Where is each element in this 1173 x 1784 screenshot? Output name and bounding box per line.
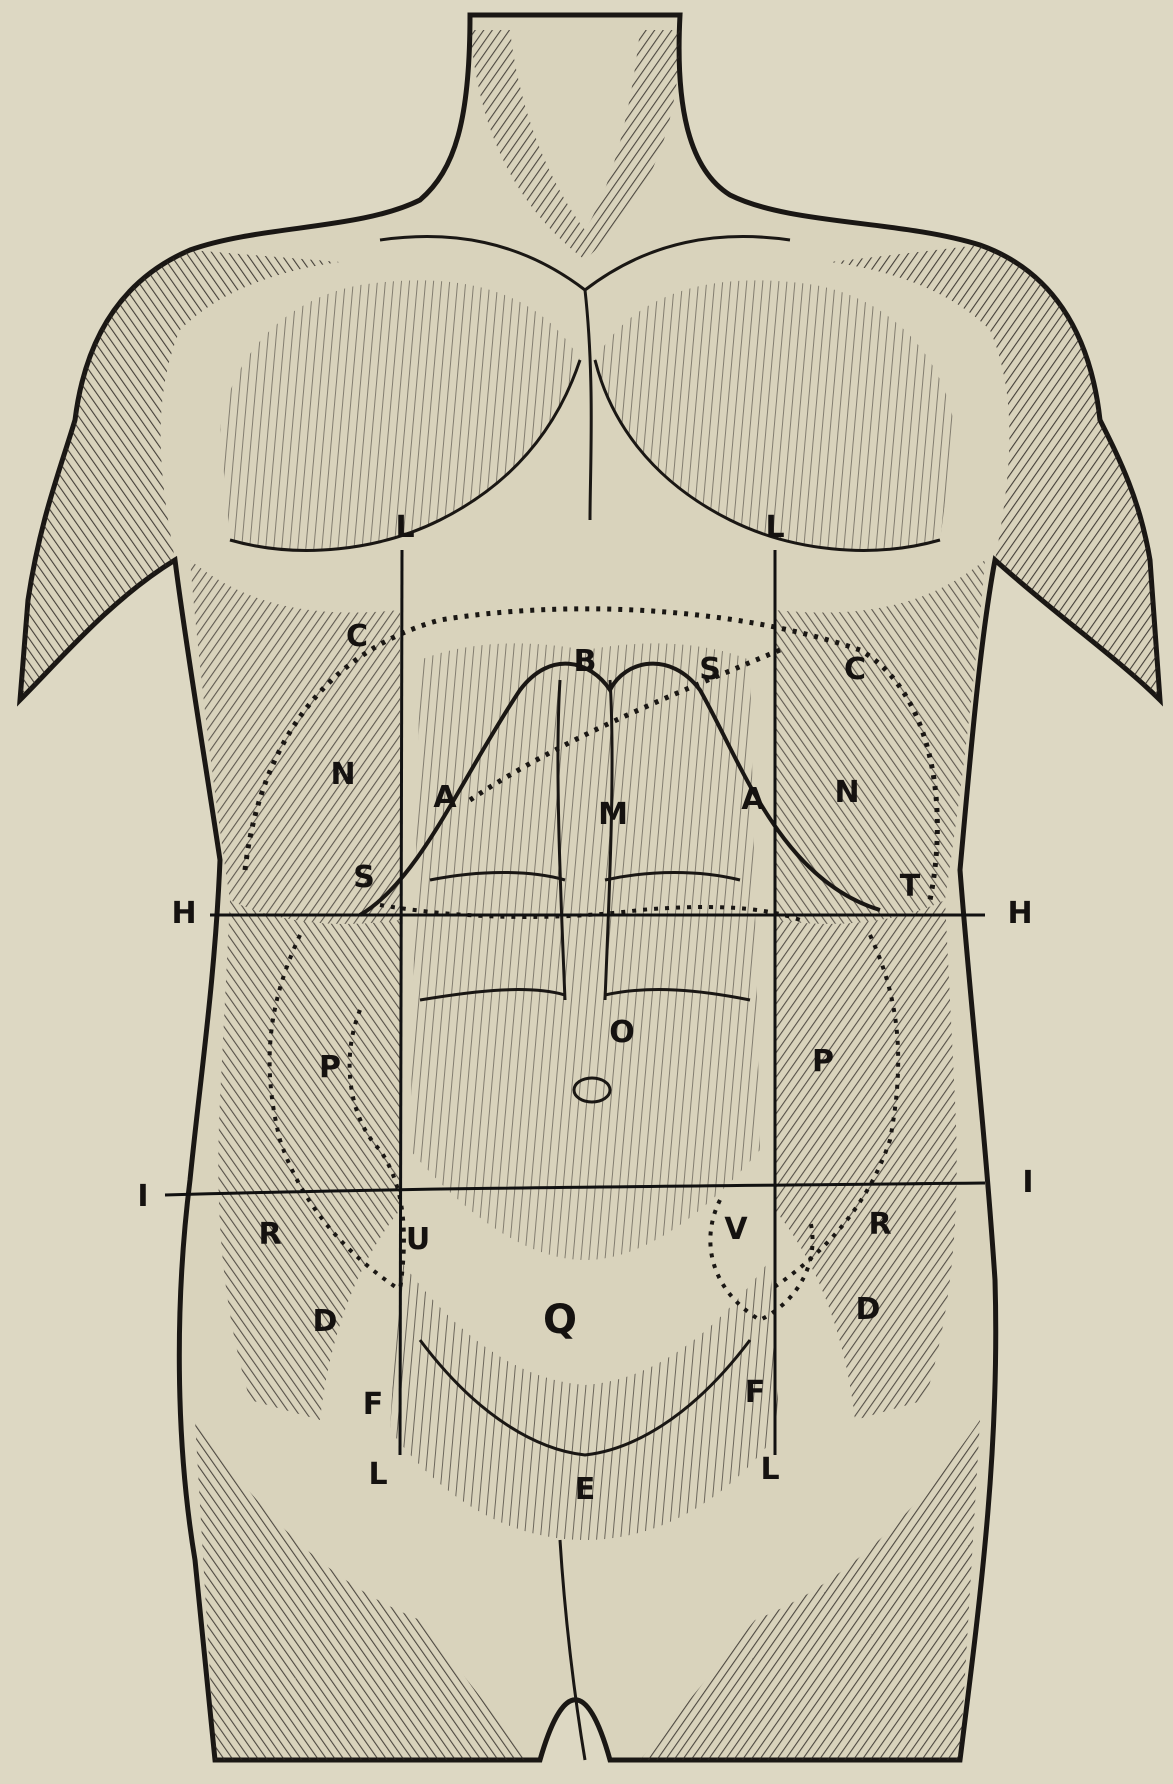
label-V: V (724, 1215, 747, 1245)
label-A-left: A (433, 783, 456, 813)
label-N-left: N (330, 760, 355, 790)
label-C-right: C (844, 655, 866, 685)
label-F-left: F (363, 1390, 384, 1420)
label-D-right: D (856, 1295, 881, 1325)
label-U: U (406, 1225, 430, 1255)
label-L-right-top: L (765, 513, 784, 543)
label-E: E (575, 1475, 596, 1505)
label-H-right: H (1007, 899, 1032, 929)
label-T: T (900, 872, 920, 902)
label-S-lower: S (353, 863, 375, 893)
label-P-left: P (319, 1053, 341, 1083)
label-S-upper: S (699, 655, 721, 685)
label-L-left-top: L (395, 513, 414, 543)
abdomen-shading (410, 643, 760, 1260)
label-L-right-bottom: L (760, 1455, 779, 1485)
label-B: B (574, 647, 597, 677)
label-Q: Q (543, 1300, 577, 1340)
label-A-right: A (741, 785, 764, 815)
label-I-right: I (1022, 1168, 1033, 1198)
label-O: O (609, 1018, 635, 1048)
label-F-right: F (745, 1378, 766, 1408)
label-R-left: R (258, 1220, 281, 1250)
label-N-right: N (834, 778, 859, 808)
label-P-right: P (812, 1047, 834, 1077)
label-L-left-bottom: L (368, 1460, 387, 1490)
label-D-left: D (313, 1307, 338, 1337)
label-C-left: C (346, 622, 368, 652)
label-R-right: R (868, 1210, 891, 1240)
label-H-left: H (171, 899, 196, 929)
left-vertical-line (400, 550, 402, 1455)
label-M: M (598, 800, 628, 830)
label-I-left: I (137, 1182, 148, 1212)
